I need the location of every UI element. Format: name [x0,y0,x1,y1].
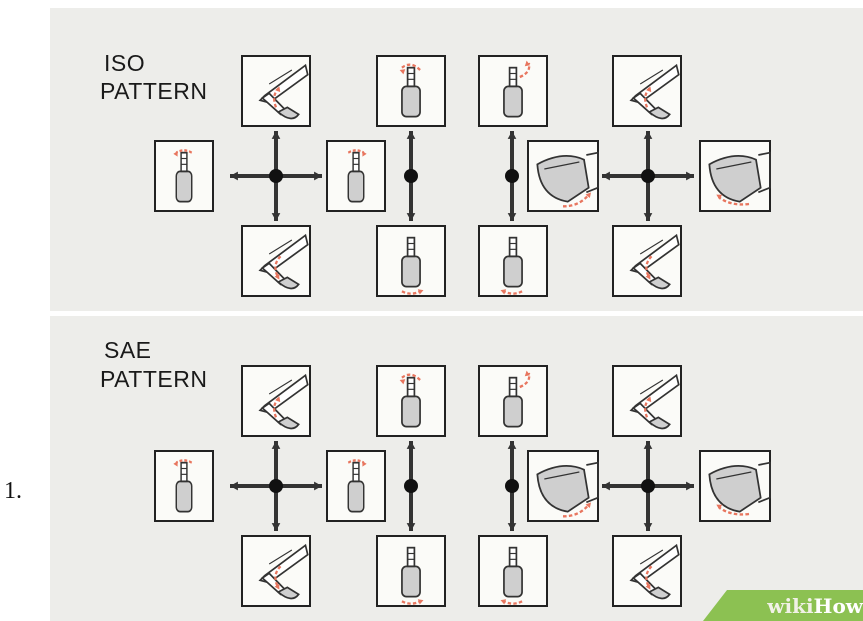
iso-right-down-box [612,225,682,297]
sae-mid1-down-box [376,535,446,607]
iso-mid1-down-box [376,225,446,297]
iso-mid2-up-box [478,55,548,127]
sae-diagram-graphics [154,365,771,607]
iso-right-up-box [612,55,682,127]
sae-right-down-box [612,535,682,607]
iso-left-right-box [326,140,386,212]
iso-pattern-diagram: ISO PATTERN [100,50,771,297]
watermark-part2: How [813,594,863,618]
iso-mid1-up-box [376,55,446,127]
iso-title-line2: PATTERN [100,78,207,104]
iso-left-down-box [241,225,311,297]
iso-diagram-graphics [154,55,771,297]
sae-pattern-diagram: SAE PATTERN [100,337,771,607]
wikihow-watermark: wikiHow [738,594,863,618]
iso-title-line1: ISO [104,50,145,76]
sae-left-down-box [241,535,311,607]
sae-mid2-up-box [478,365,548,437]
sae-right-left-box [527,450,599,522]
sae-left-right-box [326,450,386,522]
sae-mid1-up-box [376,365,446,437]
iso-mid2-down-box [478,225,548,297]
wikihow-watermark-badge [703,590,863,621]
sae-title-line2: PATTERN [100,366,207,392]
panel-divider [50,311,863,316]
iso-left-left-box [154,140,214,212]
sae-left-left-box [154,450,214,522]
sae-left-up-box [241,365,311,437]
iso-right-left-box [527,140,599,212]
watermark-part1: wiki [767,594,814,618]
sae-pattern-panel: SAE PATTERN [50,316,863,621]
sae-title-line1: SAE [104,337,152,363]
sae-right-up-box [612,365,682,437]
list-marker: 1. [4,478,22,504]
iso-left-up-box [241,55,311,127]
iso-right-right-box [699,140,771,212]
sae-right-right-box [699,450,771,522]
sae-mid2-down-box [478,535,548,607]
iso-pattern-panel: ISO PATTERN [50,8,863,311]
